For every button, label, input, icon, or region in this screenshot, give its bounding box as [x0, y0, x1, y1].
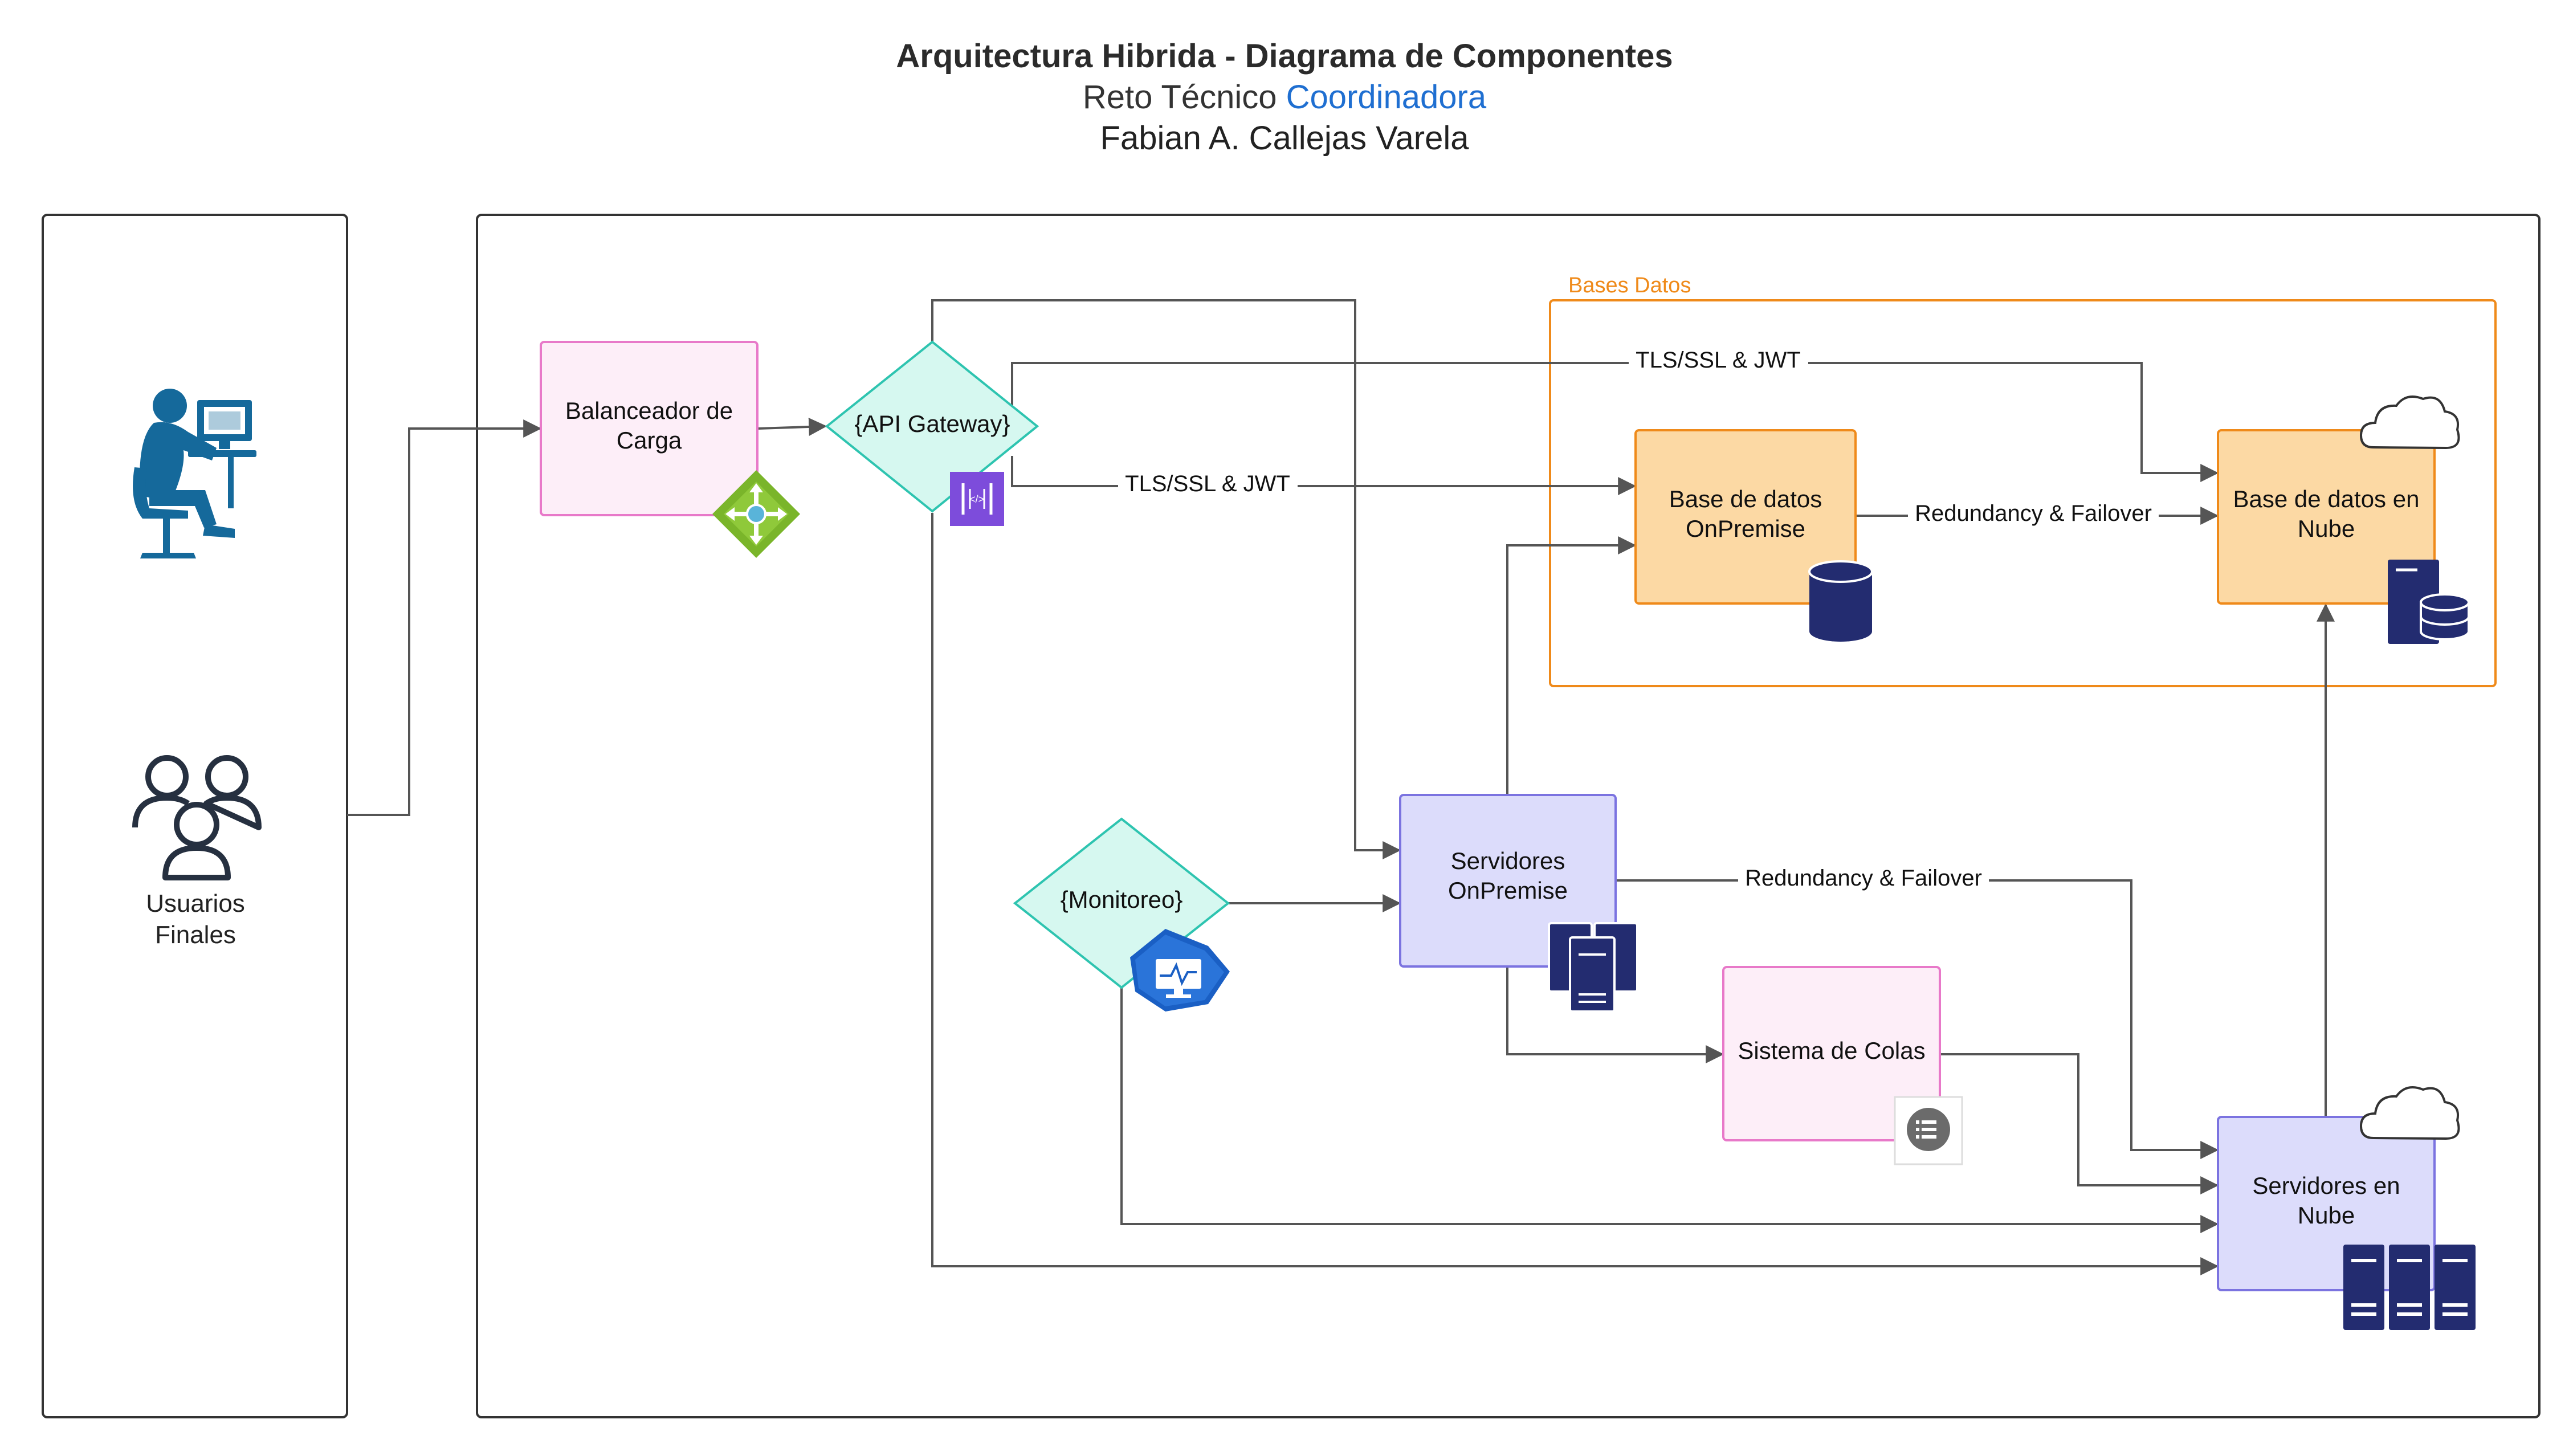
users-panel: [42, 214, 348, 1418]
edge-queue-to-servers-cloud: [1940, 1053, 2219, 1194]
databases-group-label: Bases Datos: [1568, 274, 1691, 297]
queue-system-label: Sistema de Colas: [1738, 1037, 1925, 1064]
edge-lb-to-gateway: [757, 417, 827, 436]
api-gateway-label: {API Gateway}: [854, 410, 1010, 437]
edge-gateway-to-db-cloud: [1011, 362, 2219, 482]
load-balancer-label-line2: Carga: [617, 427, 682, 454]
load-balancer-label-line1: Balanceador de: [565, 397, 733, 424]
edge-servers-onprem-to-queue: [1506, 967, 1724, 1063]
servers-cloud-label-line2: Nube: [2298, 1202, 2355, 1229]
monitoring-icon: [1130, 929, 1230, 1012]
db-cloud-node[interactable]: [2217, 429, 2436, 605]
diagram-author: Fabian A. Callejas Varela: [1100, 120, 1470, 157]
servers-cloud-label-line1: Servidores en: [2252, 1172, 2400, 1199]
users-group-icon: [132, 755, 262, 880]
cloud-icon: [2359, 395, 2460, 450]
server-stack-icon: [1548, 922, 1638, 1013]
api-gateway-icon: </>: [950, 472, 1004, 526]
subtitle-prefix: Reto Técnico: [1083, 79, 1286, 116]
databases-group: [1549, 299, 2497, 687]
edge-gateway-to-servers-cloud: [931, 513, 2219, 1275]
servers-onpremise-label-line1: Servidores: [1451, 847, 1565, 874]
db-onpremise-node[interactable]: [1634, 429, 1857, 605]
edge-users-to-lb: [347, 419, 542, 816]
load-balancer-node[interactable]: [540, 341, 759, 516]
svg-text:</>: </>: [969, 494, 984, 505]
database-server-icon: [2388, 560, 2470, 644]
edge-label-redundancy-servers: Redundancy & Failover: [1745, 866, 1982, 891]
cloud-icon: [2359, 1086, 2460, 1140]
users-label-line1: Usuarios: [146, 890, 245, 917]
edge-label-redundancy-db: Redundancy & Failover: [1915, 501, 2152, 526]
api-gateway-node[interactable]: [825, 340, 1039, 513]
edge-gateway-to-servers-onprem: [931, 299, 1401, 859]
user-at-computer-icon: [133, 389, 256, 558]
servers-onpremise-label-line2: OnPremise: [1448, 877, 1568, 904]
edge-label-tls-top: TLS/SSL & JWT: [1636, 348, 1801, 373]
users-label-line2: Finales: [155, 921, 236, 949]
database-cylinder-icon: [1808, 560, 1873, 642]
edge-monitoring-to-servers-cloud: [1120, 986, 2219, 1233]
subtitle-highlight: Coordinadora: [1286, 79, 1487, 116]
edge-servers-onprem-to-db-onprem: [1506, 536, 1637, 794]
monitoring-label: {Monitoreo}: [1061, 886, 1183, 913]
server-rack-icon: [2343, 1245, 2476, 1330]
db-cloud-label-line2: Nube: [2298, 515, 2355, 542]
db-onpremise-label-line1: Base de datos: [1669, 486, 1822, 512]
db-cloud-label-line1: Base de datos en: [2233, 486, 2420, 512]
queue-list-icon: [1894, 1096, 1963, 1165]
load-balancer-icon: [712, 470, 800, 558]
edge-gateway-to-db-onprem: [1011, 456, 1637, 495]
db-onpremise-label-line2: OnPremise: [1686, 515, 1805, 542]
queue-system-node[interactable]: [1722, 966, 1941, 1141]
edge-label-tls-mid: TLS/SSL & JWT: [1125, 471, 1290, 496]
diagram-subtitle: Reto Técnico Coordinadora: [1083, 79, 1487, 116]
diagram-title: Arquitectura Hibrida - Diagrama de Compo…: [896, 38, 1673, 75]
